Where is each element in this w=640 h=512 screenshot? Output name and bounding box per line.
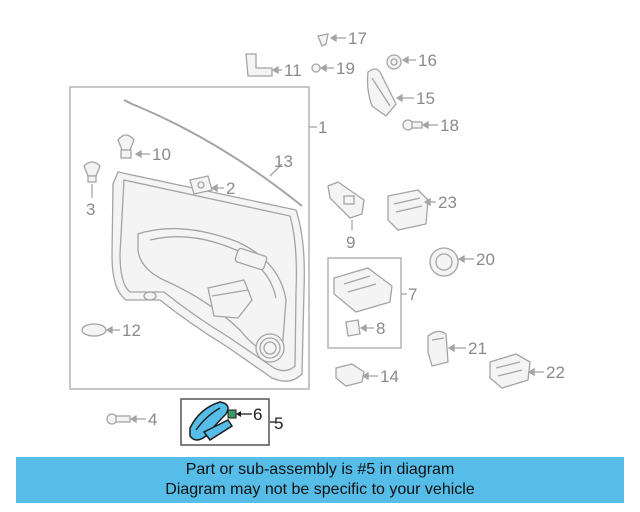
banner-line-2: Diagram may not be specific to your vehi…: [165, 481, 475, 498]
part-23-switch: [387, 189, 436, 231]
part-22-switch: [489, 353, 544, 389]
part-10-clip: [117, 134, 150, 159]
callout-22: 22: [546, 363, 565, 382]
callout-8: 8: [376, 319, 385, 338]
part-5-frame: [180, 398, 270, 446]
callout-19: 19: [336, 59, 355, 78]
callout-4: 4: [148, 410, 157, 429]
banner-line-1: Part or sub-assembly is #5 in diagram: [185, 461, 455, 478]
callout-20: 20: [476, 250, 495, 269]
part-8-clip: [345, 319, 374, 337]
callout-18: 18: [440, 116, 459, 135]
callout-13: 13: [274, 152, 293, 171]
callout-17: 17: [348, 29, 367, 48]
callout-16: 16: [418, 51, 437, 70]
part-12-plug: [81, 323, 120, 337]
parts-diagram: 13 10 3 2 1 12 4: [69, 29, 565, 446]
part-3-fastener: [83, 161, 101, 198]
part-2-bracket: [189, 175, 224, 195]
callout-5: 5: [274, 414, 283, 433]
door-trim-panel: [111, 171, 305, 382]
part-7-switch-panel: [333, 267, 393, 313]
callout-1: 1: [318, 118, 327, 137]
callout-12: 12: [122, 321, 141, 340]
part-7-frame: [327, 257, 402, 349]
part-11-bracket: [245, 53, 282, 77]
callout-21: 21: [468, 339, 487, 358]
part-16-grommet: [386, 54, 416, 70]
part-9-switch: [327, 181, 365, 230]
part-15-cover: [366, 68, 414, 117]
part-4-screw: [106, 413, 146, 425]
callout-9: 9: [346, 233, 355, 252]
part-17-clip: [317, 33, 346, 47]
part-21-cover: [427, 330, 466, 367]
part-14-bracket: [335, 363, 378, 387]
callout-3: 3: [86, 200, 95, 219]
part-5-highlighted: [189, 401, 252, 442]
callout-7: 7: [408, 285, 417, 304]
part-20-knob: [429, 247, 474, 277]
callout-23: 23: [438, 193, 457, 212]
door-panel-frame: [69, 86, 310, 390]
part-19-clip: [311, 63, 334, 73]
callout-15: 15: [416, 89, 435, 108]
part-18-screw: [402, 119, 438, 131]
callout-2: 2: [226, 179, 235, 198]
callout-11: 11: [284, 61, 302, 80]
part-13-weatherstrip: [123, 99, 303, 207]
info-banner: Part or sub-assembly is #5 in diagram Di…: [16, 457, 624, 503]
callout-10: 10: [152, 145, 171, 164]
callout-14: 14: [380, 367, 399, 386]
callout-6: 6: [253, 405, 262, 424]
